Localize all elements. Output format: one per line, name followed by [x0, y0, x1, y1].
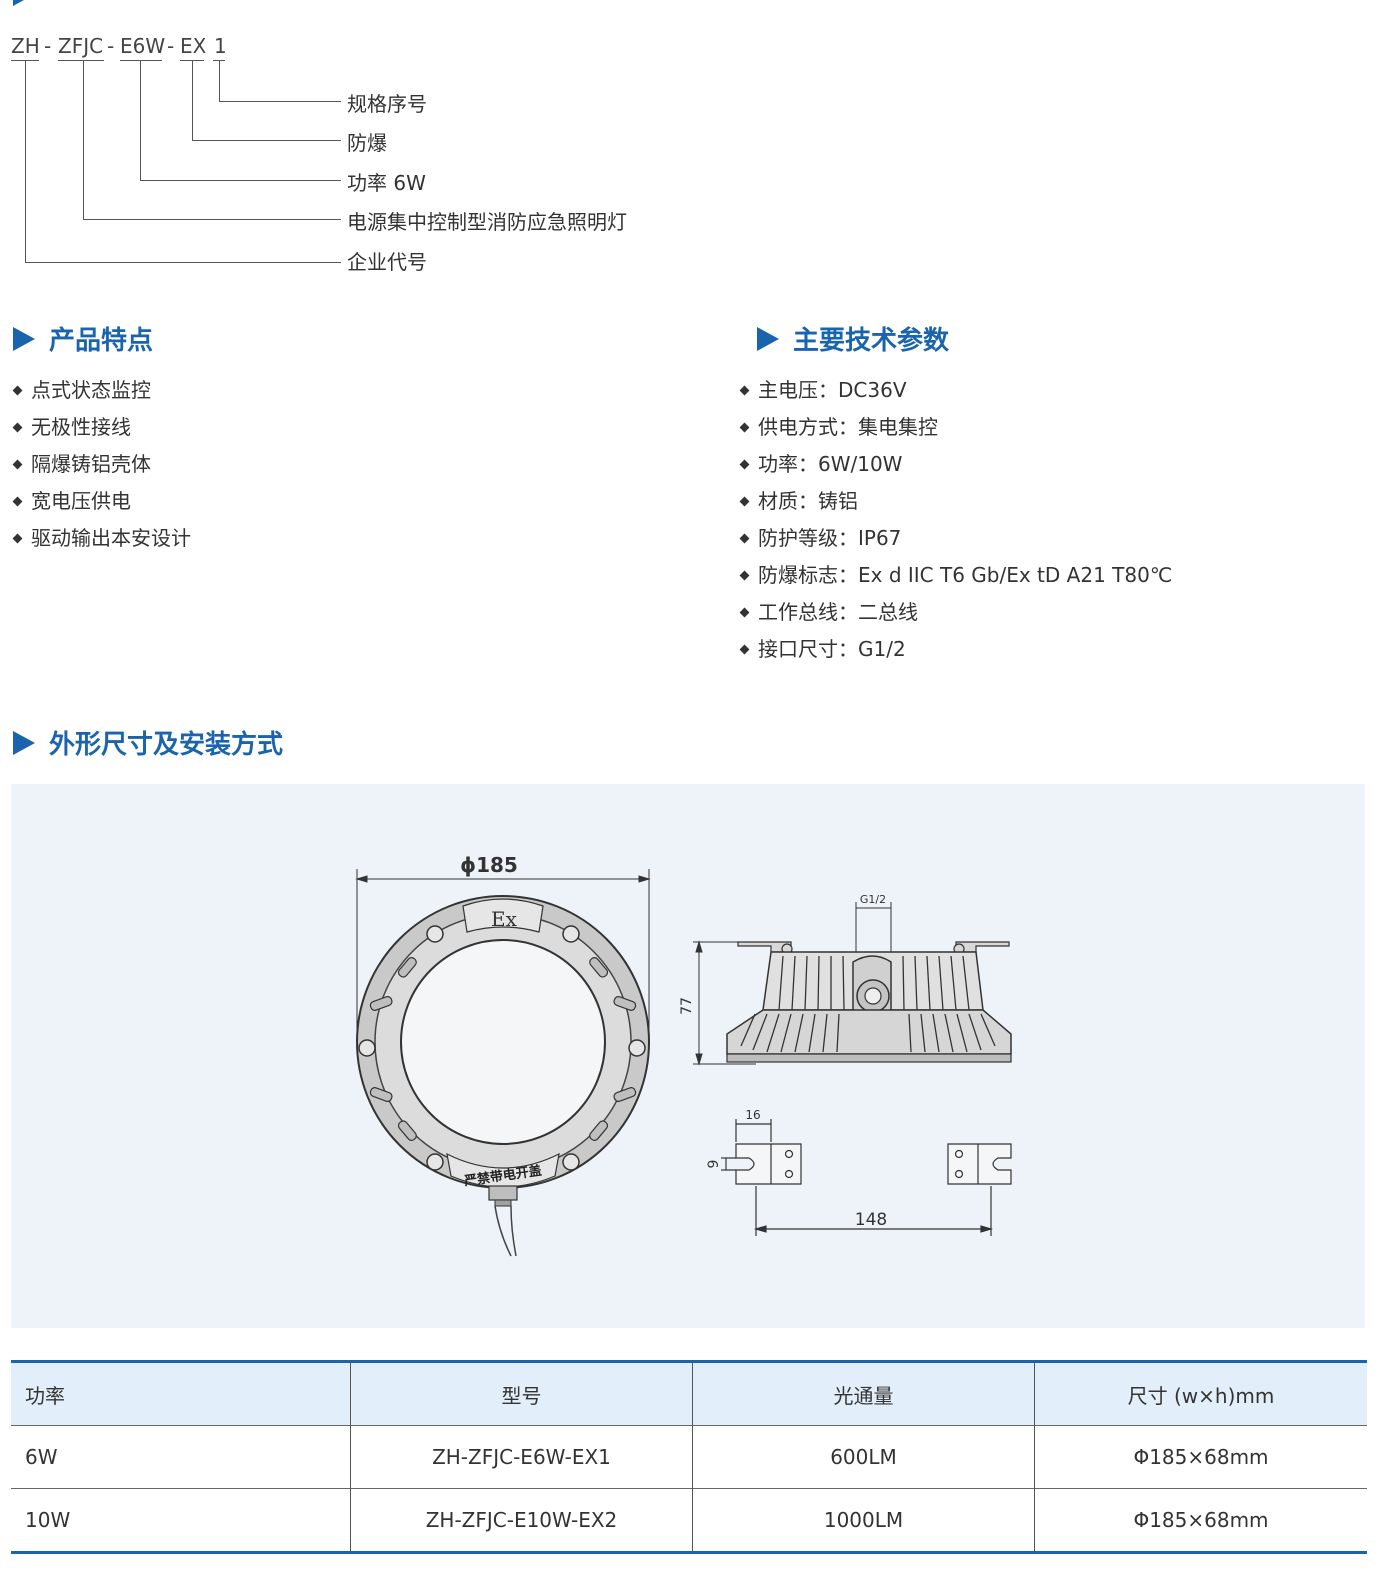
list-item: 工作总线：二总线: [738, 594, 1172, 631]
list-item: 供电方式：集电集控: [738, 409, 1172, 446]
bullet-diamond-icon: [739, 385, 750, 396]
section-triangle-icon: [13, 326, 35, 351]
leader-vertical: [192, 60, 193, 140]
section-triangle-icon: [757, 326, 779, 351]
legend-type: 电源集中控制型消防应急照明灯: [347, 210, 627, 234]
code-part-company: ZH: [11, 34, 40, 58]
header-power: 功率: [11, 1361, 351, 1426]
diameter-dimension: [355, 869, 651, 1049]
bullet-diamond-icon: [12, 496, 23, 507]
features-title: 产品特点: [13, 320, 153, 357]
list-item: 点式状态监控: [11, 372, 191, 409]
legend-power: 功率 6W: [347, 171, 426, 195]
cell-model: ZH-ZFJC-E10W-EX2: [350, 1488, 693, 1554]
specs-title-text: 主要技术参数: [793, 326, 950, 356]
code-underline: [58, 60, 104, 61]
cell-luminous-flux: 600LM: [692, 1425, 1035, 1489]
leader-horizontal: [192, 140, 341, 141]
header-luminous-flux: 光通量: [692, 1361, 1035, 1426]
table-row: 6W ZH-ZFJC-E6W-EX1 600LM Φ185×68mm: [11, 1425, 1367, 1489]
code-dash: -: [107, 34, 115, 58]
list-item: 防护等级：IP67: [738, 520, 1172, 557]
specs-list: 主电压：DC36V 供电方式：集电集控 功率：6W/10W 材质：铸铝 防护等级…: [738, 372, 1172, 668]
bullet-diamond-icon: [739, 459, 750, 470]
bullet-diamond-icon: [12, 533, 23, 544]
table-row: 10W ZH-ZFJC-E10W-EX2 1000LM Φ185×68mm: [11, 1488, 1367, 1554]
legend-explosion-proof: 防爆: [347, 131, 387, 155]
leader-vertical: [219, 60, 220, 101]
bullet-diamond-icon: [739, 644, 750, 655]
leader-vertical: [83, 60, 84, 219]
bullet-diamond-icon: [739, 496, 750, 507]
leader-horizontal: [140, 180, 341, 181]
code-part-ex: EX: [180, 34, 207, 58]
list-item: 功率：6W/10W: [738, 446, 1172, 483]
table-header-row: 功率 型号 光通量 尺寸 (w×h)mm: [11, 1361, 1367, 1426]
list-item: 防爆标志：Ex d IIC T6 Gb/Ex tD A21 T80℃: [738, 557, 1172, 594]
code-underline: [120, 60, 162, 61]
cell-size: Φ185×68mm: [1034, 1488, 1367, 1554]
list-item: 驱动输出本安设计: [11, 520, 191, 557]
top-section-title-partial: [13, 0, 49, 6]
mount-spacing-label: 148: [855, 1210, 887, 1230]
list-item: 材质：铸铝: [738, 483, 1172, 520]
dimension-drawing-panel: ϕ185: [11, 784, 1365, 1328]
leader-horizontal: [219, 101, 341, 102]
height-label: 77: [679, 997, 695, 1015]
leader-horizontal: [83, 219, 341, 220]
features-list: 点式状态监控 无极性接线 隔爆铸铝壳体 宽电压供电 驱动输出本安设计: [11, 372, 191, 557]
specs-title: 主要技术参数: [757, 320, 949, 357]
spec-table: 功率 型号 光通量 尺寸 (w×h)mm 6W ZH-ZFJC-E6W-EX1 …: [11, 1360, 1367, 1554]
dimensions-title: 外形尺寸及安装方式: [13, 724, 283, 761]
bullet-diamond-icon: [739, 570, 750, 581]
cell-luminous-flux: 1000LM: [692, 1488, 1035, 1554]
lamp-front-view: Ex 严禁带电开盖: [356, 895, 650, 1257]
list-item: 接口尺寸：G1/2: [738, 631, 1172, 668]
code-part-power: E6W: [120, 34, 166, 58]
section-triangle-icon: [13, 730, 35, 755]
code-dash: -: [44, 34, 52, 58]
code-dash: -: [167, 34, 175, 58]
features-title-text: 产品特点: [49, 326, 154, 356]
bullet-diamond-icon: [739, 607, 750, 618]
list-item: 宽电压供电: [11, 483, 191, 520]
bullet-diamond-icon: [12, 459, 23, 470]
header-size: 尺寸 (w×h)mm: [1034, 1361, 1367, 1426]
bullet-diamond-icon: [739, 533, 750, 544]
code-part-serial: 1: [214, 34, 227, 58]
cell-power: 6W: [11, 1425, 351, 1489]
bullet-diamond-icon: [12, 385, 23, 396]
header-model: 型号: [350, 1361, 693, 1426]
legend-serial: 规格序号: [347, 92, 427, 116]
dimensions-title-text: 外形尺寸及安装方式: [49, 730, 284, 760]
mounting-bracket-view: [721, 1119, 1012, 1236]
legend-company: 企业代号: [347, 250, 427, 274]
section-triangle-icon: [13, 0, 35, 6]
cell-model: ZH-ZFJC-E6W-EX1: [350, 1425, 693, 1489]
list-item: 无极性接线: [11, 409, 191, 446]
diameter-label: ϕ185: [460, 853, 518, 877]
leader-vertical: [140, 60, 141, 180]
list-item: 主电压：DC36V: [738, 372, 1172, 409]
leader-vertical: [25, 60, 26, 262]
bullet-diamond-icon: [12, 422, 23, 433]
bracket-height-label: 9: [706, 1160, 722, 1169]
code-part-type: ZFJC: [58, 34, 104, 58]
leader-horizontal: [25, 262, 341, 263]
lamp-side-view: G1/2 77: [679, 893, 1012, 1066]
cell-power: 10W: [11, 1488, 351, 1554]
bullet-diamond-icon: [739, 422, 750, 433]
list-item: 隔爆铸铝壳体: [11, 446, 191, 483]
ex-mark: Ex: [491, 907, 518, 931]
thread-label: G1/2: [860, 893, 886, 906]
dimension-drawing: ϕ185: [355, 853, 1012, 1257]
cell-size: Φ185×68mm: [1034, 1425, 1367, 1489]
bracket-width-label: 16: [745, 1108, 760, 1122]
